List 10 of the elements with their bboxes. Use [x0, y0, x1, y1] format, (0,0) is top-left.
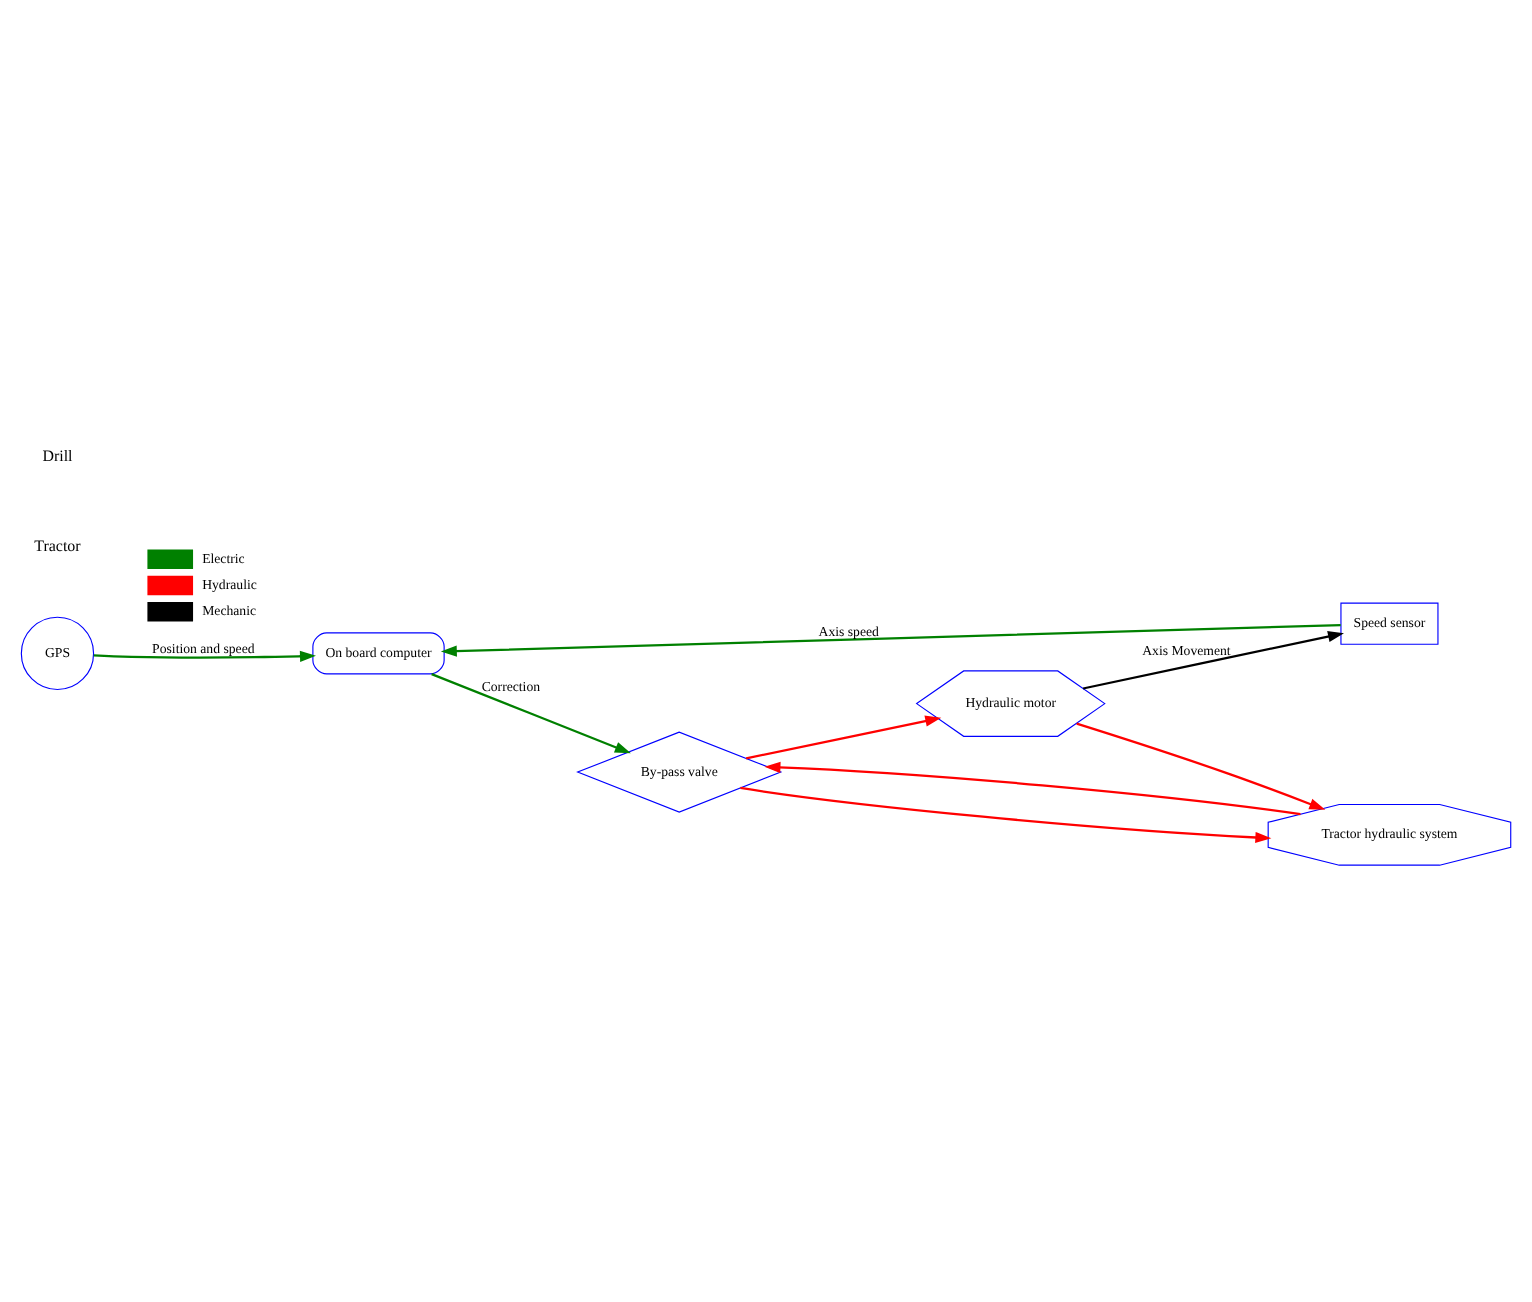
arrow: [745, 715, 942, 760]
arrow: [93, 650, 316, 662]
arrow: [740, 786, 1272, 844]
label: Tractor: [34, 537, 81, 556]
arrow: [764, 761, 1301, 816]
label: Drill: [42, 447, 73, 466]
arrow: [1076, 722, 1326, 810]
arrow: [431, 673, 631, 754]
arrow: [440, 624, 1341, 657]
arrow: [1082, 630, 1344, 690]
